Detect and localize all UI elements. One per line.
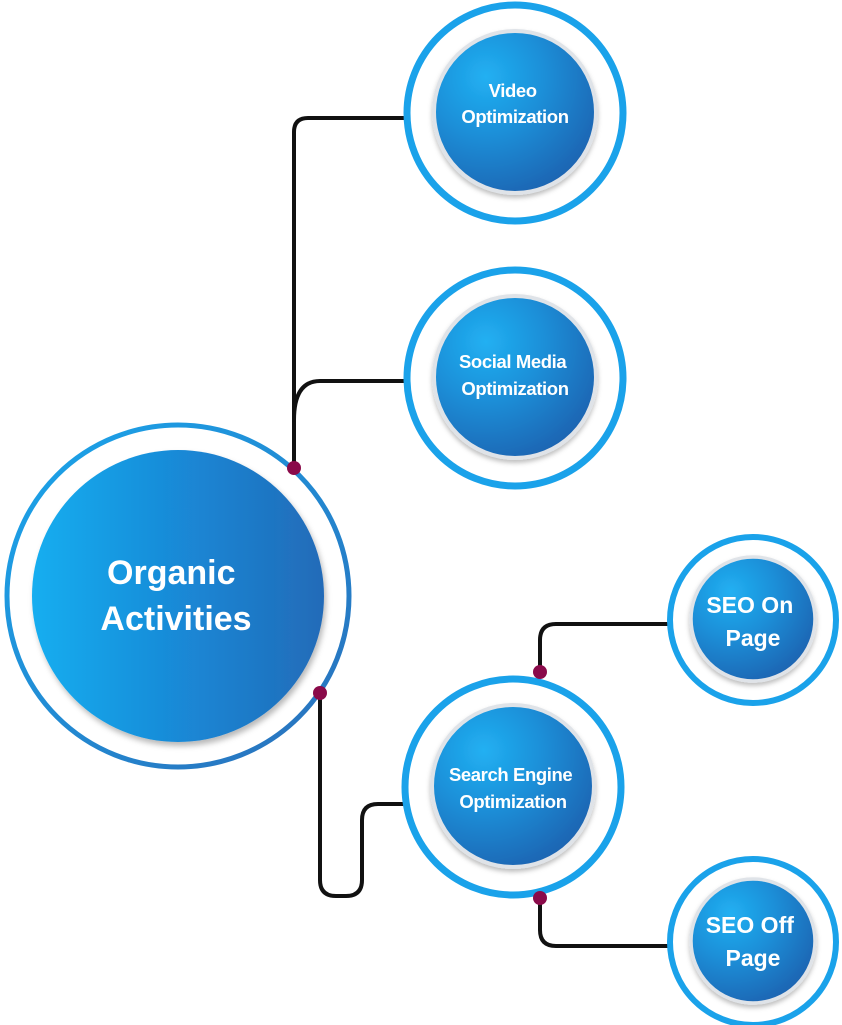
seo-inner-circle	[430, 703, 596, 869]
seo-off-label-line2: Page	[726, 945, 781, 971]
node-seo-on-page: SEO On Page	[667, 534, 839, 706]
seo-on-label-line1: SEO On	[706, 592, 793, 618]
connector-root-video	[292, 116, 406, 470]
social-label-line1: Social Media	[459, 351, 567, 372]
connector-seo-off	[538, 896, 672, 948]
video-inner-circle	[432, 29, 598, 195]
video-label-line2: Optimization	[461, 106, 568, 127]
social-label-line2: Optimization	[461, 378, 568, 399]
root-label-line1: Organic	[107, 554, 235, 592]
junction-dot-seo-bottom	[533, 891, 547, 905]
svg-text:SEO Off Page: SEO Off Page	[706, 912, 801, 971]
seo-label-line2: Optimization	[459, 791, 566, 812]
node-organic-activities: Organic Activities	[4, 422, 352, 770]
root-label-line2: Activities	[100, 600, 251, 638]
social-inner-circle	[432, 294, 598, 460]
node-video-optimization: Video Optimization	[403, 1, 627, 225]
node-seo-off-page: SEO Off Page	[667, 856, 839, 1025]
connector-root-seo	[318, 691, 406, 898]
svg-text:Organic Activities: Organic Activities	[100, 554, 251, 638]
connectors	[292, 116, 672, 948]
node-search-engine-optimization: Search Engine Optimization	[401, 675, 625, 899]
junction-dot-root-top	[287, 461, 301, 475]
seo-label-line1: Search Engine	[449, 764, 572, 785]
node-social-media-optimization: Social Media Optimization	[403, 266, 627, 490]
junction-dot-root-bottom	[313, 686, 327, 700]
seo-on-label-line2: Page	[726, 625, 781, 651]
junction-dot-seo-top	[533, 665, 547, 679]
svg-text:SEO On Page: SEO On Page	[706, 592, 799, 651]
seo-off-inner-circle	[689, 877, 817, 1005]
root-inner-circle	[32, 450, 324, 742]
video-label-line1: Video	[489, 80, 537, 101]
svg-text:Video Optimization: Video Optimization	[461, 80, 568, 127]
seo-off-label-line1: SEO Off	[706, 912, 795, 938]
junction-dots	[287, 461, 547, 905]
svg-text:Search Engine Optimizati: Search Engine Optimization	[449, 764, 577, 812]
seo-on-inner-circle	[689, 555, 817, 683]
svg-text:Social Media Optimizatio: Social Media Optimization	[459, 351, 571, 399]
connector-seo-on	[538, 622, 672, 674]
connector-root-social	[292, 379, 406, 422]
